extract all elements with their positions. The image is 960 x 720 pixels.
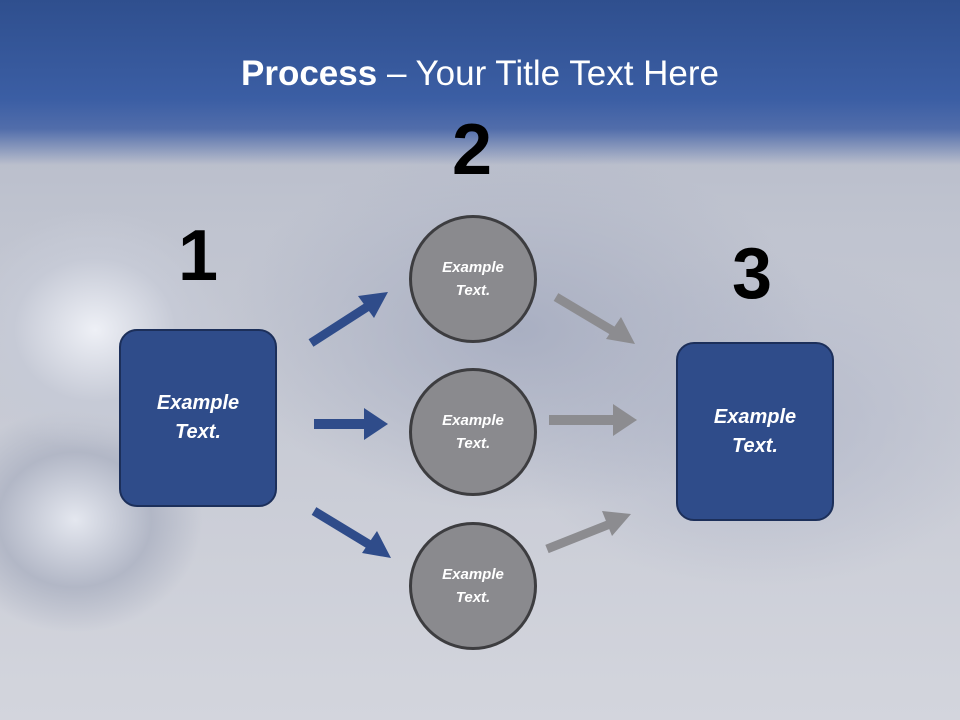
- title-rest: – Your Title Text Here: [377, 54, 719, 93]
- arrow-left-middle: [314, 408, 388, 440]
- step-1-label: Example Text.: [138, 389, 258, 447]
- circle-2-label-line2: Text.: [455, 435, 491, 452]
- header-band: [0, 0, 960, 165]
- step-2-circle-1[interactable]: Example Text.: [409, 215, 537, 343]
- circle-1-label-line1: Example: [442, 259, 504, 276]
- step-number-1: 1: [177, 216, 219, 296]
- step-1-label-line2: Text.: [175, 421, 221, 443]
- arrow-right-top: [553, 293, 635, 344]
- circle-2-label: Example Text.: [423, 409, 523, 455]
- title-bold: Process: [241, 54, 378, 93]
- circle-2-label-line1: Example: [442, 412, 504, 429]
- slide-title: Process – Your Title Text Here: [0, 52, 960, 96]
- circle-3-label-line2: Text.: [455, 589, 491, 606]
- step-1-label-line1: Example: [156, 392, 240, 414]
- arrow-right-bottom: [545, 511, 631, 554]
- arrow-left-top: [308, 292, 388, 347]
- step-2-circle-2[interactable]: Example Text.: [409, 368, 537, 496]
- step-3-label-line1: Example: [713, 405, 797, 428]
- circle-1-label: Example Text.: [423, 256, 523, 302]
- step-3-label: Example Text.: [695, 403, 815, 461]
- step-1-box[interactable]: Example Text.: [119, 329, 277, 507]
- circle-1-label-line2: Text.: [455, 282, 491, 299]
- arrow-left-bottom: [311, 507, 391, 558]
- step-number-2: 2: [451, 110, 493, 190]
- arrow-right-middle: [549, 404, 637, 436]
- step-3-label-line2: Text.: [732, 434, 778, 457]
- step-2-circle-3[interactable]: Example Text.: [409, 522, 537, 650]
- step-3-box[interactable]: Example Text.: [676, 342, 834, 521]
- circle-3-label: Example Text.: [423, 563, 523, 609]
- step-number-3: 3: [731, 234, 773, 314]
- circle-3-label-line1: Example: [442, 566, 504, 583]
